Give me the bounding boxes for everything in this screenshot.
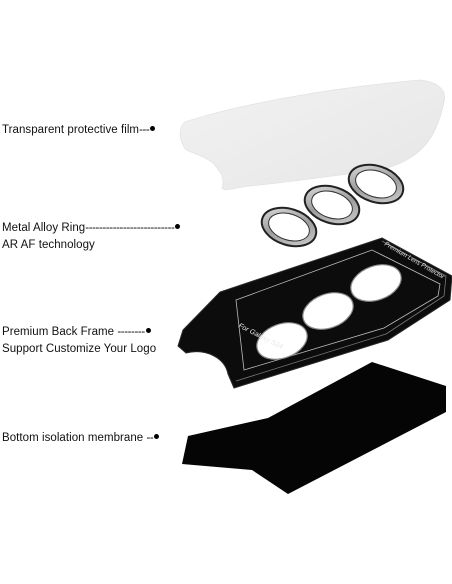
back-frame-inner-border <box>235 249 441 371</box>
callout-back-frame-subtext: Support Customize Your Logo <box>2 343 157 355</box>
frame-lens-hole-2 <box>302 292 354 330</box>
callout-isolation-membrane: Bottom isolation membrane -- <box>2 430 160 447</box>
frame-lens-hole-1 <box>256 322 308 360</box>
callout-isolation-membrane-leader: -- <box>146 432 154 444</box>
back-frame-edge-highlight <box>235 240 447 382</box>
ring-3 <box>347 163 405 205</box>
callout-back-frame-leader: -------- <box>117 326 145 338</box>
callout-isolation-membrane-text: Bottom isolation membrane <box>2 432 147 444</box>
leader-dot-icon <box>154 434 160 440</box>
frame-lens-hole-3 <box>350 264 402 302</box>
leader-dot-icon <box>150 126 156 132</box>
callout-metal-ring-leader: -------------------------- <box>85 222 175 234</box>
callout-metal-ring-subtext: AR AF technology <box>2 239 95 251</box>
back-frame: Premium Lens Protector For Galaxy S24 <box>177 237 452 389</box>
leader-dot-icon <box>145 328 151 334</box>
callout-back-frame-text: Premium Back Frame <box>2 326 118 338</box>
leader-dot-icon <box>175 224 181 230</box>
callout-metal-ring-text: Metal Alloy Ring <box>2 222 86 234</box>
isolation-membrane <box>182 362 446 494</box>
ring-2 <box>303 184 361 226</box>
callout-transparent-film-leader: --- <box>139 124 150 136</box>
transparent-film <box>179 79 446 191</box>
callout-transparent-film-text: Transparent protective film <box>2 124 140 136</box>
metal-rings <box>260 163 405 248</box>
callout-transparent-film: Transparent protective film--- <box>2 122 156 139</box>
ring-1 <box>260 206 318 248</box>
callout-metal-ring: Metal Alloy Ring------------------------… <box>2 220 181 254</box>
callout-back-frame: Premium Back Frame -------- Support Cust… <box>2 324 156 358</box>
